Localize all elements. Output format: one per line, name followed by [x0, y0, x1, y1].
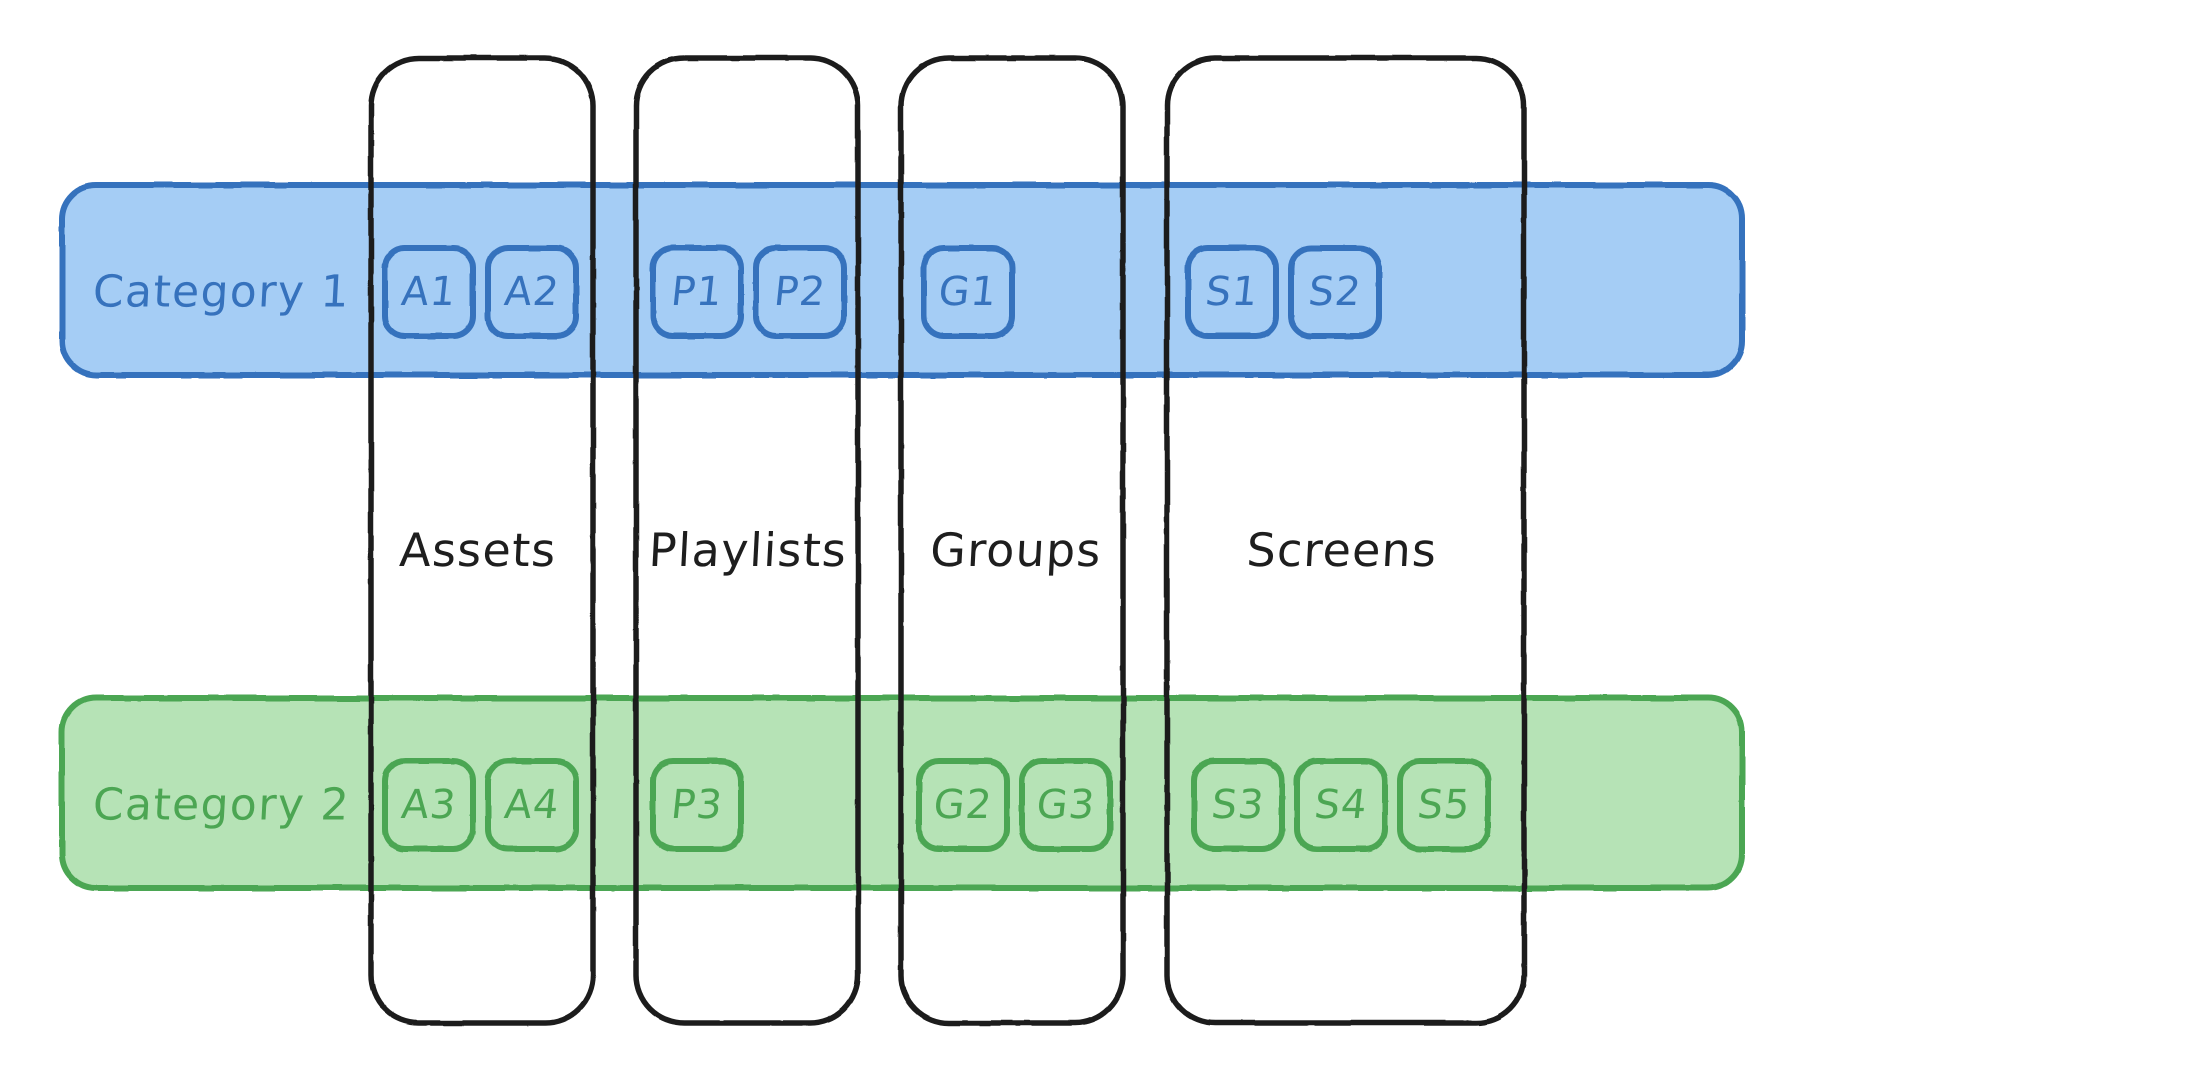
chip-p1[interactable]: P1	[668, 269, 726, 315]
column-label-screens: Screens	[1245, 523, 1439, 577]
column-label-playlists: Playlists	[647, 523, 849, 577]
chip-p3[interactable]: P3	[668, 782, 726, 828]
column-outline-groups	[898, 55, 1126, 1026]
chip-s2[interactable]: S2	[1306, 269, 1364, 315]
chip-a4[interactable]: A4	[502, 782, 562, 828]
chip-p2[interactable]: P2	[771, 269, 829, 315]
chip-g1[interactable]: G1	[936, 269, 1000, 315]
chip-a1[interactable]: A1	[399, 269, 459, 315]
chip-a2[interactable]: A2	[502, 269, 562, 315]
chip-s3[interactable]: S3	[1209, 782, 1267, 828]
chip-s5[interactable]: S5	[1415, 782, 1473, 828]
chip-g3[interactable]: G3	[1034, 782, 1098, 828]
column-label-groups: Groups	[928, 523, 1104, 577]
category-label-1: Category 1	[91, 266, 352, 318]
column-outline-screens	[1164, 55, 1527, 1026]
category-label-2: Category 2	[91, 779, 352, 831]
chip-shapes-category-2	[382, 758, 1491, 852]
chip-shapes-category-1	[382, 245, 1382, 339]
chip-s1[interactable]: S1	[1203, 269, 1261, 315]
chip-s4[interactable]: S4	[1312, 782, 1370, 828]
chip-g2[interactable]: G2	[931, 782, 995, 828]
chip-a3[interactable]: A3	[399, 782, 459, 828]
column-outline-playlists	[633, 55, 861, 1026]
column-label-assets: Assets	[398, 523, 558, 577]
column-outline-assets	[368, 55, 596, 1026]
